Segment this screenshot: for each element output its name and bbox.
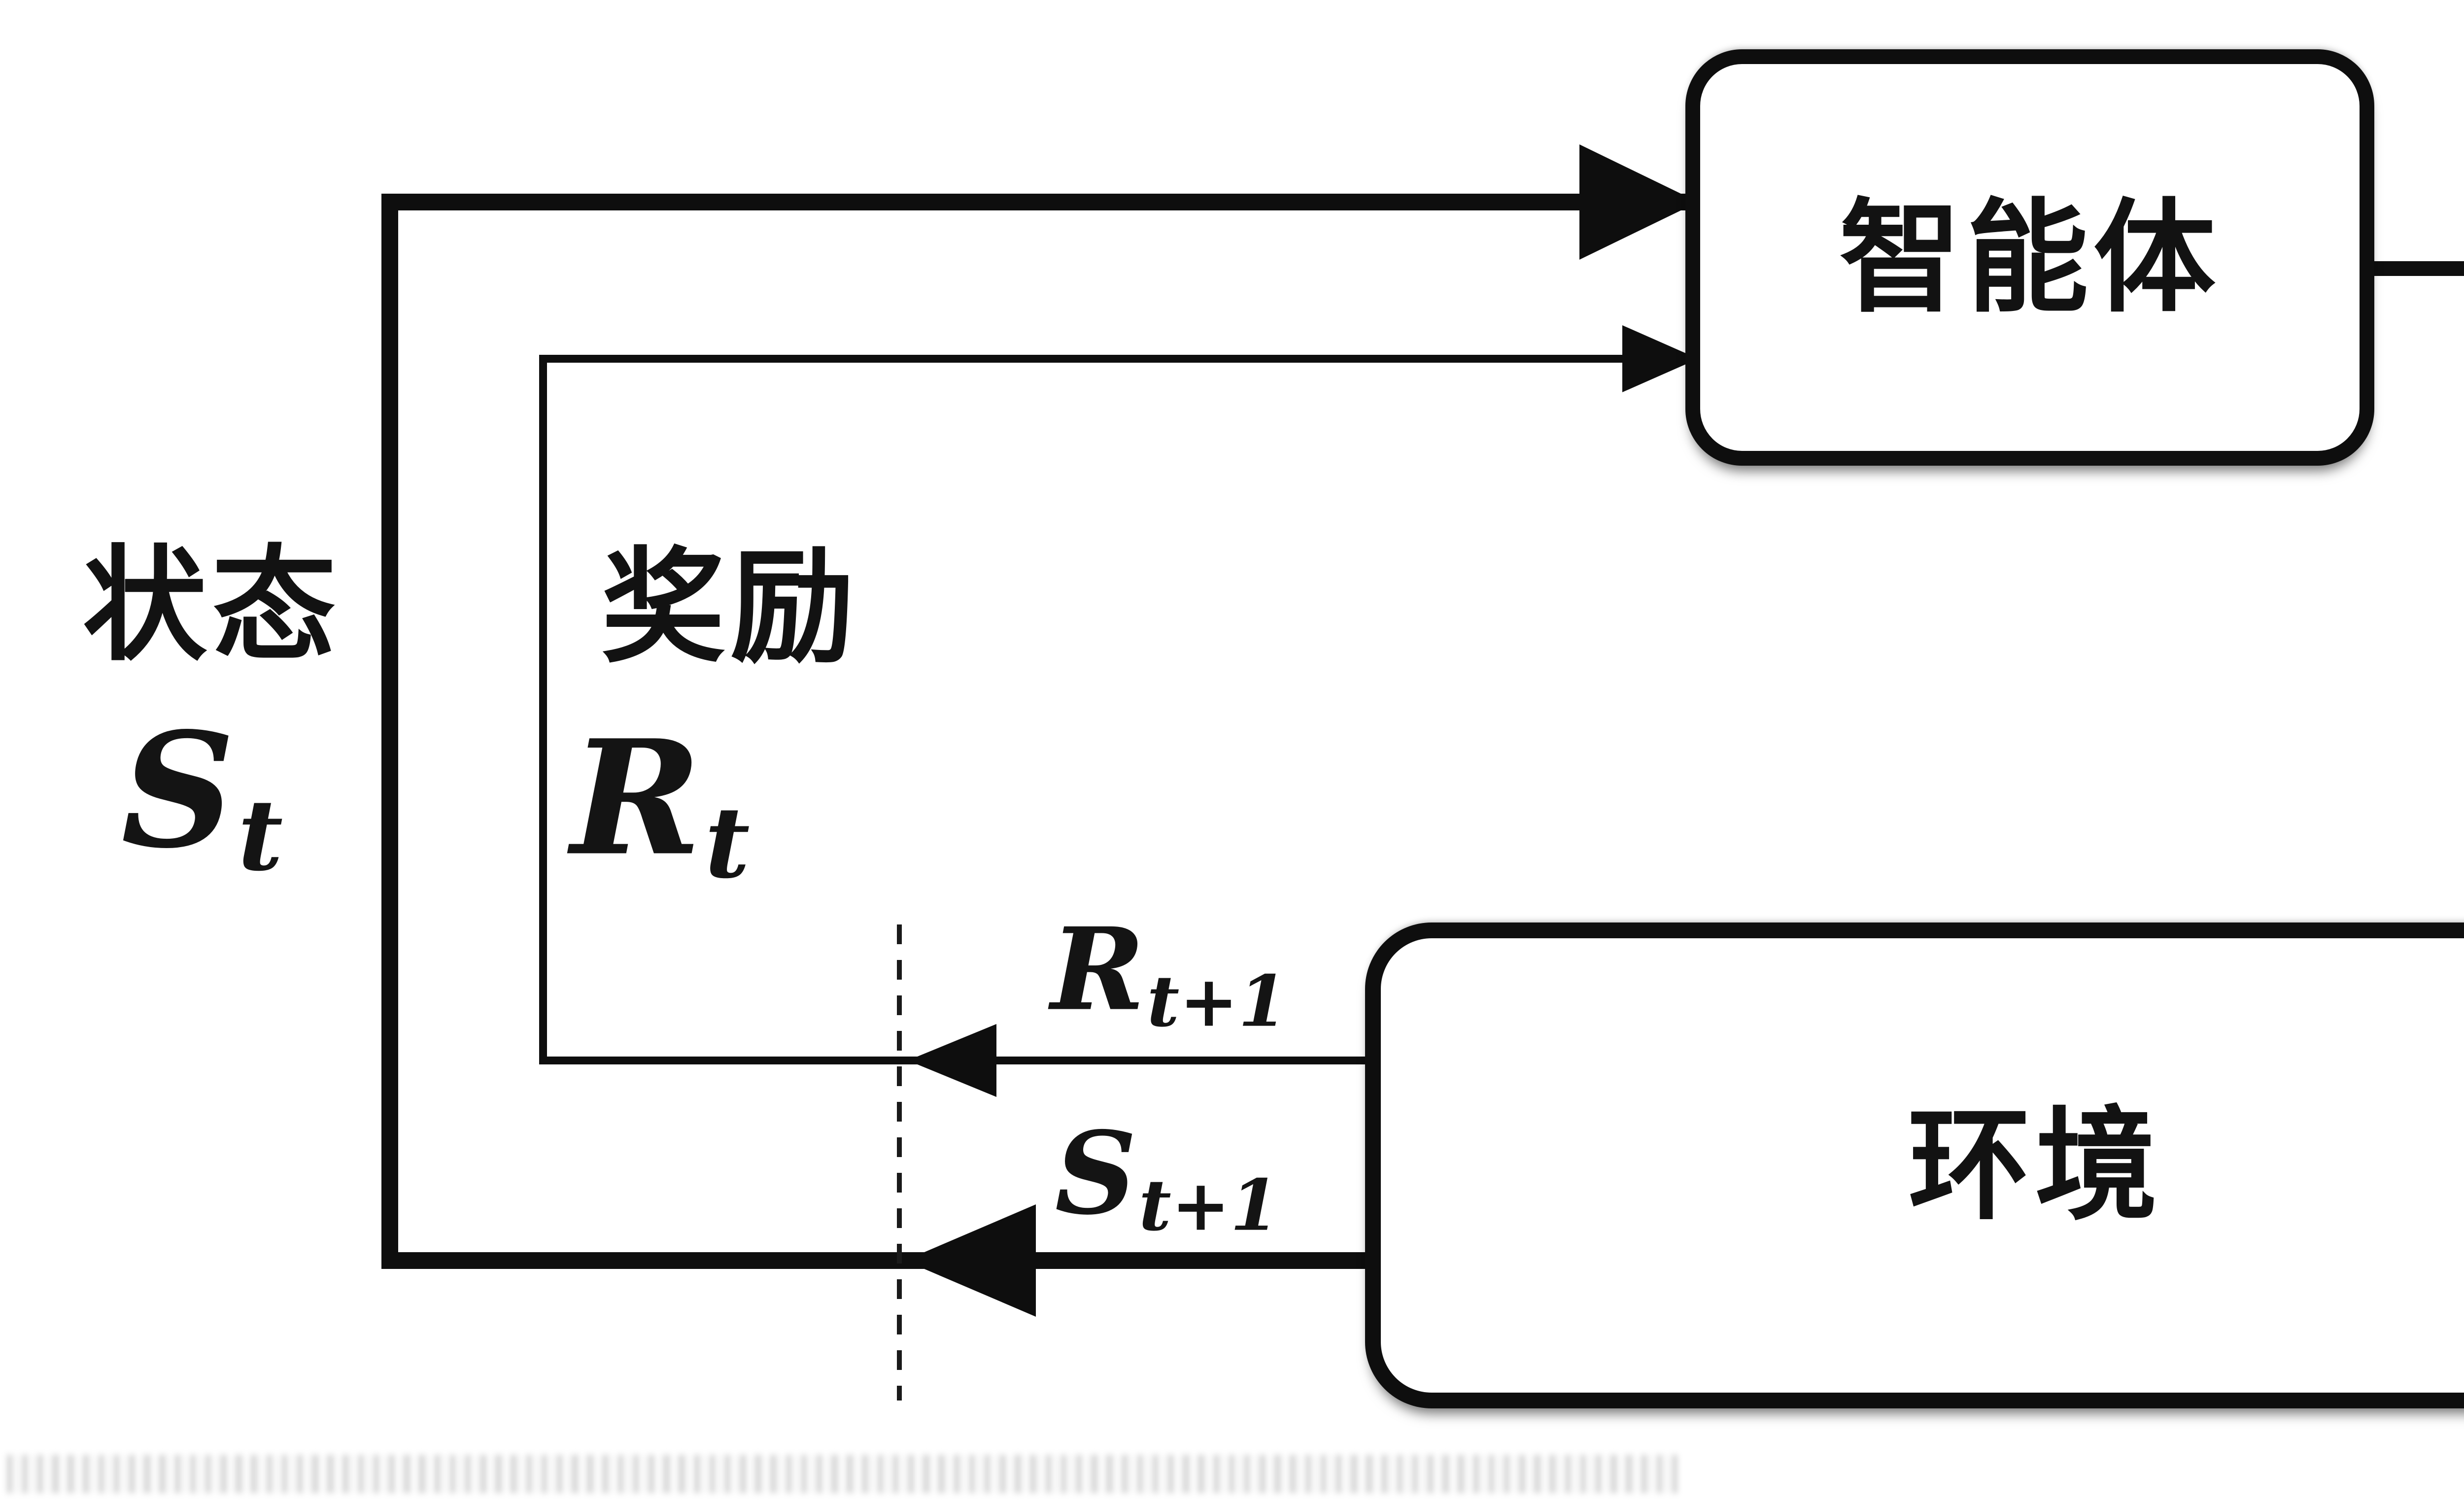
next-reward-symbol-main: R — [1051, 903, 1145, 1036]
state-symbol-main: S — [121, 698, 235, 884]
next-state-symbol: St+1 — [1055, 1117, 1279, 1241]
state-symbol-sub: t — [238, 778, 283, 893]
next-state-arrowhead-icon — [905, 1204, 1036, 1317]
environment-box-label: 环境 — [1908, 1093, 2162, 1237]
next-reward-arrowhead-icon — [908, 1024, 996, 1097]
reward-label: 奖励 — [601, 534, 860, 680]
environment-box: 环境 — [1365, 922, 2464, 1408]
cropped-caption-artifact — [7, 1455, 1683, 1493]
state-label: 状态 — [82, 532, 342, 678]
next-state-symbol-sub: t+1 — [1138, 1163, 1279, 1247]
reward-symbol-sub: t — [705, 785, 750, 900]
state-arrowhead-into-agent-icon — [1579, 144, 1698, 260]
next-reward-symbol-sub: t+1 — [1147, 959, 1287, 1043]
next-state-symbol-main: S — [1055, 1107, 1137, 1240]
agent-box: 智能体 — [1685, 49, 2374, 466]
state-feedback-line — [381, 194, 1694, 1269]
reward-symbol-main: R — [571, 706, 702, 891]
next-reward-symbol: Rt+1 — [1051, 913, 1287, 1037]
state-symbol: St — [121, 712, 283, 884]
reward-symbol: Rt — [571, 719, 750, 891]
reward-arrowhead-into-agent-icon — [1622, 325, 1698, 392]
agent-box-label: 智能体 — [1839, 185, 2221, 329]
